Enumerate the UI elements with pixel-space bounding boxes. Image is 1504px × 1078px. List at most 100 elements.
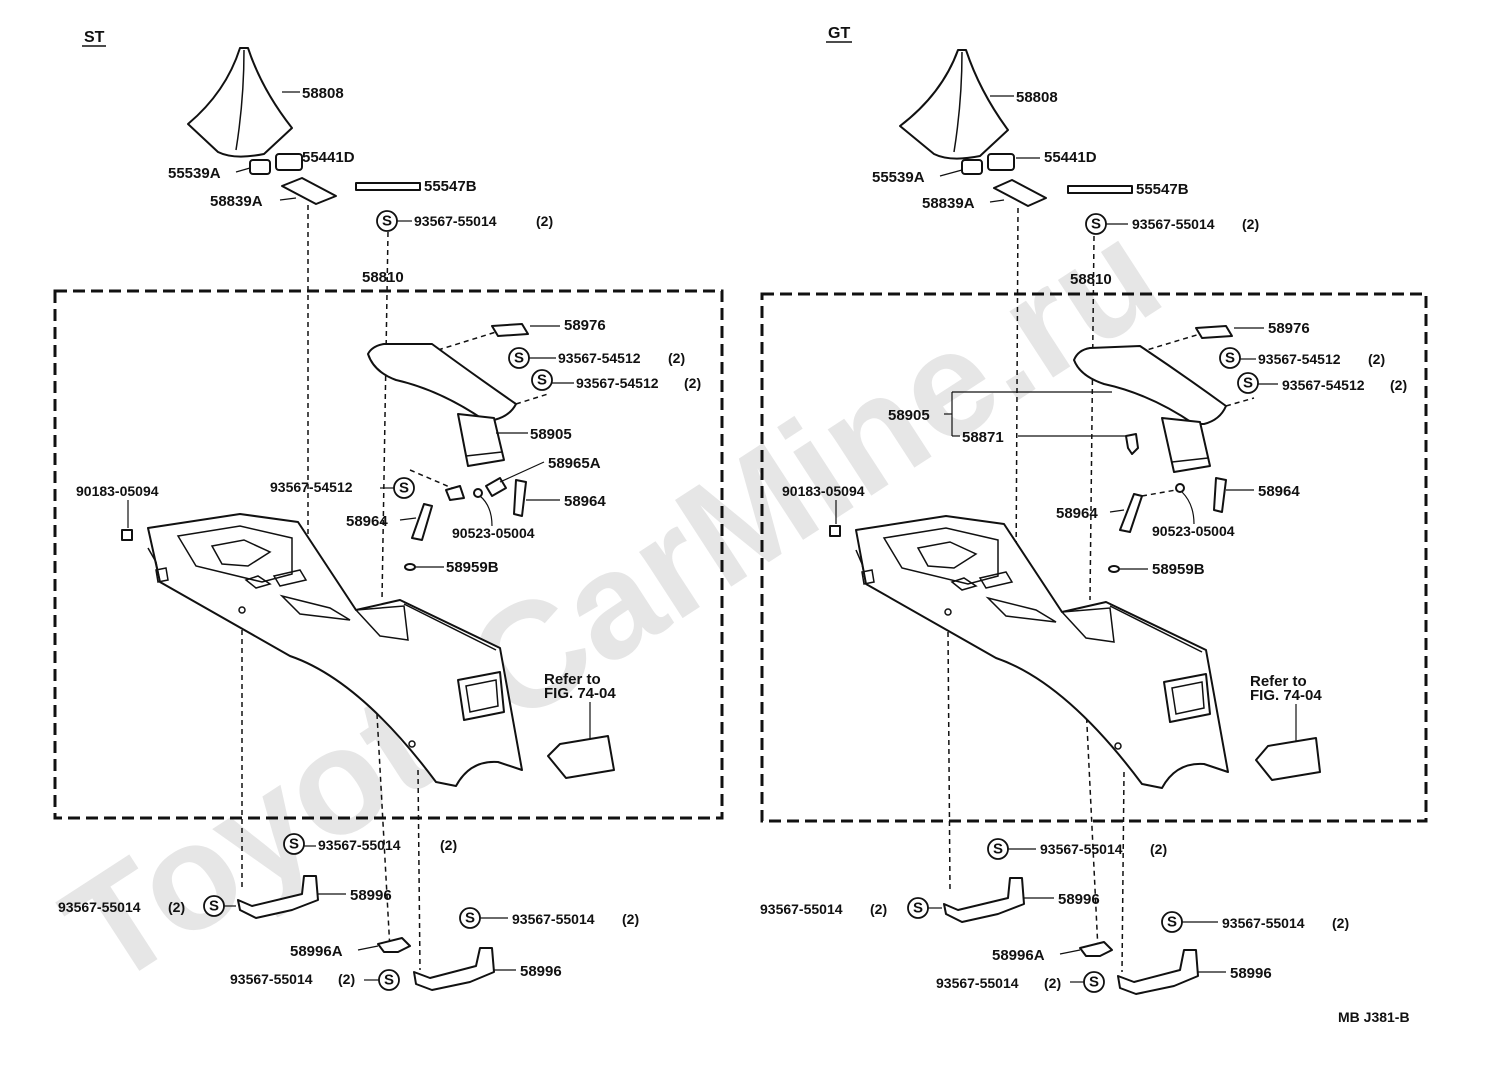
label-bracket2: 58996 [1230, 965, 1272, 982]
nut-part [121, 529, 133, 541]
label-screw-low2-qty: (2) [168, 899, 185, 915]
plate-part [993, 179, 1047, 207]
armrest-lid-part [367, 343, 517, 467]
hinge-part [491, 323, 529, 337]
label-screw-top: 93567-55014 [1132, 216, 1215, 232]
label-screw-low4: 93567-55014 [936, 975, 1019, 991]
retainer-part [249, 153, 303, 175]
pin-a-part [485, 477, 507, 497]
console-body-part [147, 513, 523, 787]
label-pin-clip: 90523-05004 [1152, 523, 1235, 539]
label-plug: 58959B [446, 559, 499, 576]
ref-line1: Refer to [544, 671, 601, 688]
lock-part [1125, 433, 1139, 455]
label-screw-mid: 93567-54512 [270, 479, 353, 495]
plate-part [281, 177, 337, 205]
label-screw-low3-qty: (2) [1332, 915, 1349, 931]
nut-part [829, 525, 841, 537]
screw-symbol: S [514, 350, 524, 367]
screw-symbol: S [209, 898, 219, 915]
bracket2-part [1117, 949, 1199, 995]
armrest-lid-part [1073, 345, 1227, 473]
screw-icon [1237, 372, 1259, 394]
label-bracket-a: 58996A [290, 943, 343, 960]
referenced-part [547, 735, 615, 779]
shift-boot-part [899, 49, 1009, 160]
label-screw-54512-b: 93567-54512 [576, 375, 659, 391]
label-clip-b: 55547B [424, 178, 477, 195]
panel-title-gt: GT [828, 25, 850, 42]
label-screw-low3: 93567-55014 [1222, 915, 1305, 931]
label-hinge: 58976 [1268, 320, 1310, 337]
screw-symbol: S [1225, 350, 1235, 367]
label-screw-54512-a: 93567-54512 [1258, 351, 1341, 367]
label-screw-54512-a-qty: (2) [1368, 351, 1385, 367]
bracket-a-part [377, 937, 411, 953]
label-screw-54512-a-qty: (2) [668, 350, 685, 366]
plug-part [404, 563, 416, 571]
plug-part [1108, 565, 1120, 573]
label-screw-54512-b-qty: (2) [684, 375, 701, 391]
label-screw-54512-a: 93567-54512 [558, 350, 641, 366]
label-screw-low1: 93567-55014 [318, 837, 401, 853]
label-bracket-l: 58964 [346, 513, 388, 530]
screw-symbol: S [1243, 375, 1253, 392]
referenced-part [1255, 737, 1321, 781]
assembly-box [53, 289, 724, 820]
label-nut: 90183-05094 [76, 483, 159, 499]
bracket-l-part [1119, 493, 1143, 533]
screw-symbol: S [537, 372, 547, 389]
label-bracket-r: 58964 [564, 493, 606, 510]
screw-icon [283, 833, 305, 855]
screw-symbol: S [382, 213, 392, 230]
bracket-r-part [513, 479, 527, 517]
screw-symbol: S [384, 972, 394, 989]
label-bracket-a: 58996A [992, 947, 1045, 964]
label-screw-low4: 93567-55014 [230, 971, 313, 987]
ref-line1: Refer to [1250, 673, 1307, 690]
pin-clip-part [1175, 483, 1185, 493]
label-screw-top-qty: (2) [536, 213, 553, 229]
label-clip-b: 55547B [1136, 181, 1189, 198]
label-plate: 58839A [922, 195, 975, 212]
panel-gt: GT 58808 55441D 55539A 55547B 58839A S 9… [760, 25, 1428, 995]
panel-title-st: ST [84, 29, 105, 46]
console-body-part [855, 515, 1229, 789]
drawing-code: MB J381-B [1338, 1009, 1410, 1025]
label-pin-a: 58965A [548, 455, 601, 472]
label-screw-low1-qty: (2) [1150, 841, 1167, 857]
bracket1-part [943, 877, 1025, 923]
ref-line2: FIG. 74-04 [1250, 687, 1322, 704]
label-nut: 90183-05094 [782, 483, 865, 499]
label-screw-54512-b: 93567-54512 [1282, 377, 1365, 393]
screw-symbol: S [1089, 974, 1099, 991]
hinge-part [1195, 325, 1233, 339]
ref-line2: FIG. 74-04 [544, 685, 616, 702]
bracket-l-part [411, 503, 433, 541]
bracket1-part [237, 875, 319, 919]
label-plug: 58959B [1152, 561, 1205, 578]
clip-part [355, 182, 421, 191]
label-pin-clip: 90523-05004 [452, 525, 535, 541]
label-lock: 58871 [962, 429, 1004, 446]
screw-icon [1219, 347, 1241, 369]
label-retainer-a: 55539A [872, 169, 925, 186]
label-screw-top: 93567-55014 [414, 213, 497, 229]
bracket-a-part [1079, 941, 1113, 957]
screw-symbol: S [1167, 914, 1177, 931]
label-lid: 58905 [888, 407, 930, 424]
label-console: 58810 [1070, 271, 1112, 288]
label-console: 58810 [362, 269, 404, 286]
screw-symbol: S [1091, 216, 1101, 233]
label-screw-low2-qty: (2) [870, 901, 887, 917]
label-screw-54512-b-qty: (2) [1390, 377, 1407, 393]
screw-icon [531, 369, 553, 391]
panel-st: ST 58808 55441D 55539A 55547B 58839A S 9… [53, 29, 724, 991]
label-screw-low3: 93567-55014 [512, 911, 595, 927]
label-boot: 58808 [302, 85, 344, 102]
retainer-part [961, 153, 1015, 175]
label-plate: 58839A [210, 193, 263, 210]
label-lid: 58905 [530, 426, 572, 443]
label-bracket2: 58996 [520, 963, 562, 980]
